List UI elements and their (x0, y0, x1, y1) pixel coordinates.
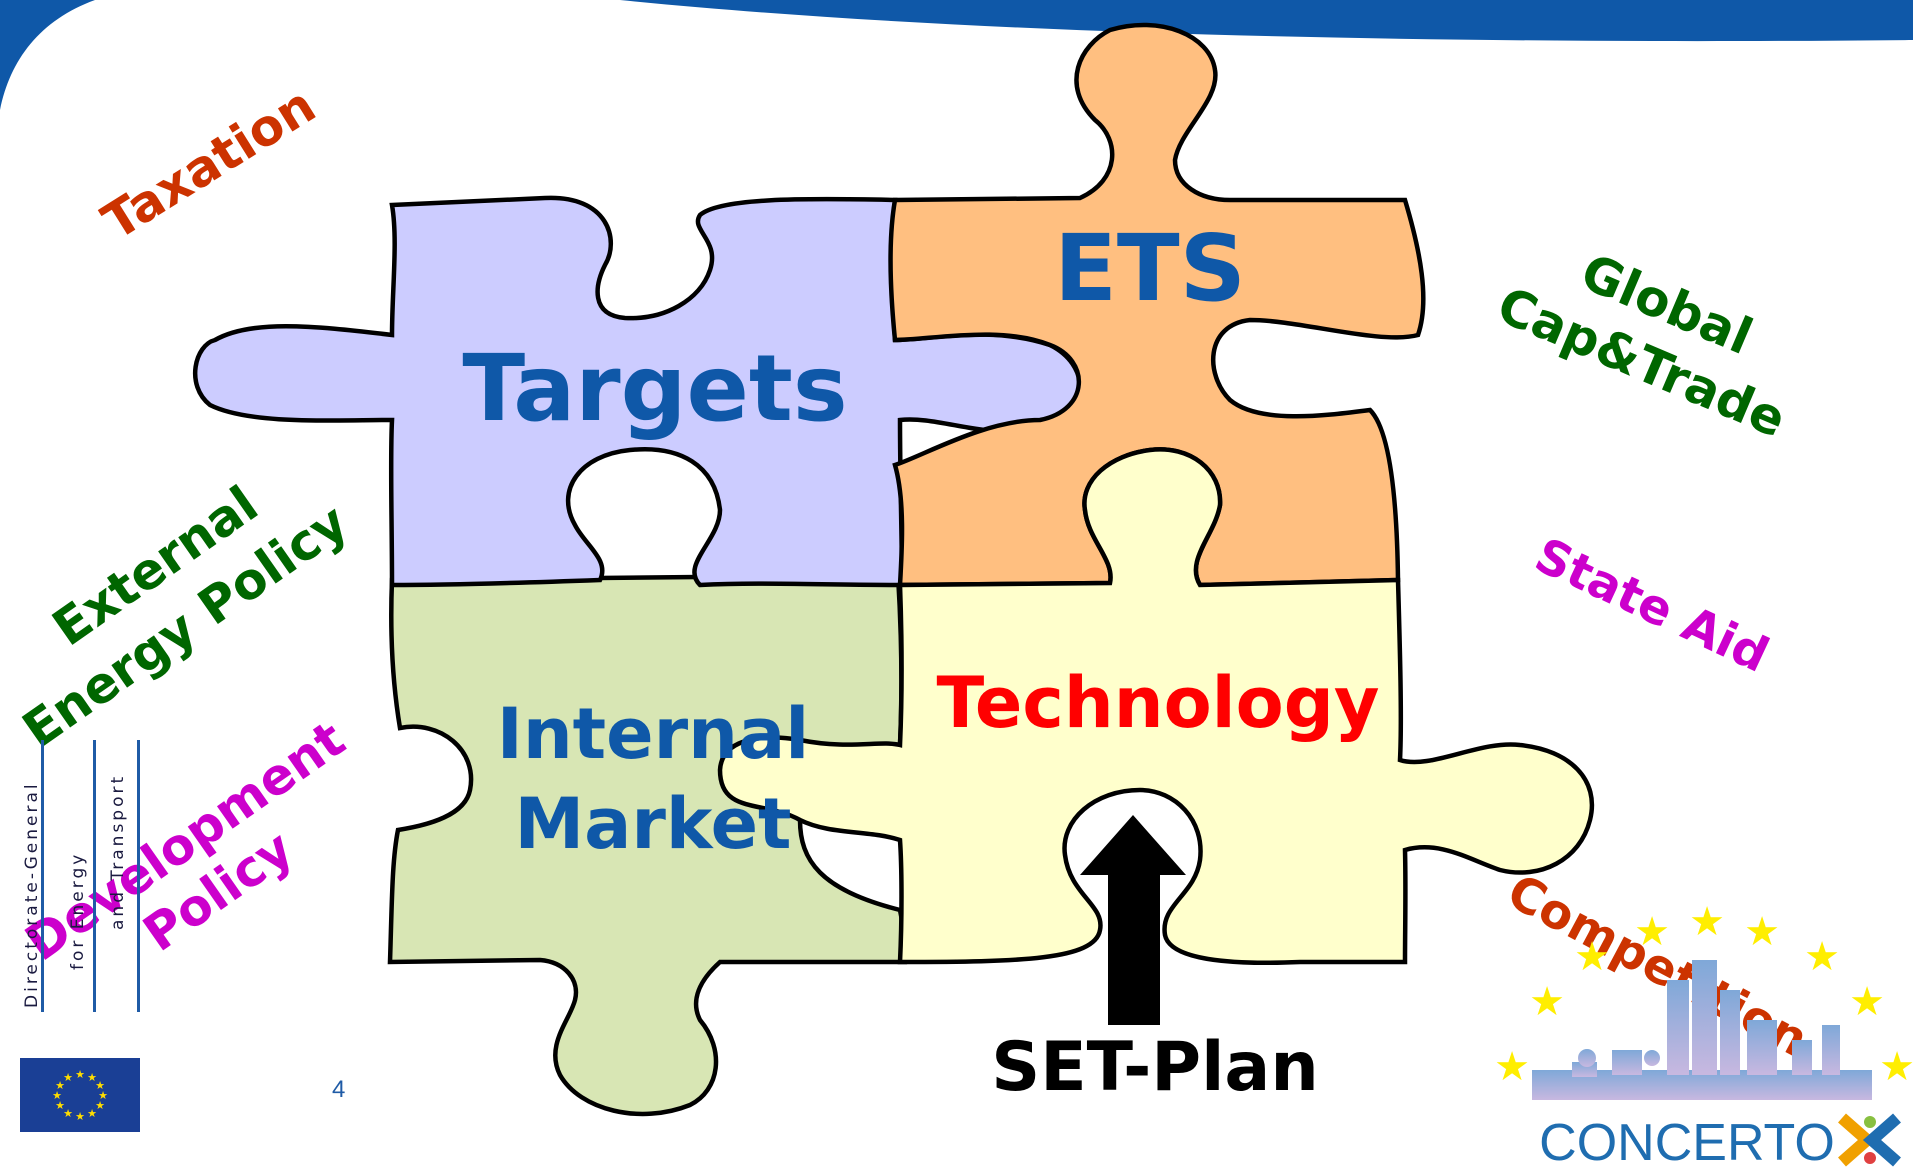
concerto-x-icon (1838, 1113, 1901, 1167)
dg-text-line1: Directorate-General (22, 781, 42, 1008)
star-ring-icon: ★ ★ ★ ★ ★ ★ ★ ★ ★ (1494, 899, 1913, 1090)
svg-text:★: ★ (75, 1110, 85, 1123)
technology-label: Technology (936, 662, 1379, 744)
top-banner (70, 0, 1913, 42)
svg-text:★: ★ (1689, 899, 1725, 945)
ets-label: ETS (1054, 215, 1246, 322)
dg-text-line2: for Energy (68, 851, 88, 970)
technology-piece (717, 447, 1595, 966)
state-aid-label: State Aid (1527, 527, 1777, 683)
svg-text:★: ★ (1574, 934, 1610, 980)
eu-flag-icon: ★★★ ★★★ ★★★ ★★★ (20, 1058, 140, 1132)
ets-piece (888, 22, 1426, 588)
dg-rule-1 (41, 740, 44, 1012)
dg-rule-3 (137, 740, 140, 1012)
internal-market-label-line2: Market (514, 783, 791, 865)
svg-text:★: ★ (1849, 979, 1885, 1025)
svg-text:★: ★ (95, 1099, 105, 1112)
set-plan-arrow (1080, 815, 1186, 1025)
svg-text:★: ★ (87, 1071, 97, 1084)
svg-text:★: ★ (1634, 909, 1670, 955)
dg-logo: Directorate-General for Energy and Trans… (0, 0, 160, 1170)
page-number: 4 (332, 1076, 346, 1103)
city-skyline-icon (1532, 960, 1872, 1100)
svg-text:★: ★ (63, 1071, 73, 1084)
concerto-logo: ★ ★ ★ ★ ★ ★ ★ ★ ★ CONCERTO (1492, 890, 1913, 1172)
svg-text:★: ★ (98, 1089, 108, 1102)
concerto-wordmark: CONCERTO (1539, 1114, 1835, 1170)
svg-text:★: ★ (55, 1099, 65, 1112)
dg-rule-2 (93, 740, 96, 1012)
left-banner-arc (0, 0, 95, 110)
svg-text:★: ★ (1529, 979, 1565, 1025)
svg-text:★: ★ (1744, 909, 1780, 955)
svg-text:★: ★ (87, 1107, 97, 1120)
svg-text:★: ★ (1804, 934, 1840, 980)
targets-piece (192, 195, 1083, 588)
svg-text:★: ★ (1494, 1044, 1530, 1090)
svg-text:★: ★ (1879, 1044, 1913, 1090)
targets-label: Targets (462, 335, 847, 442)
svg-text:★: ★ (75, 1068, 85, 1081)
svg-text:★: ★ (52, 1089, 62, 1102)
internal-market-label-line1: Internal (497, 693, 809, 775)
dg-text-line3: and Transport (108, 773, 128, 930)
svg-text:★: ★ (63, 1107, 73, 1120)
set-plan-label: SET-Plan (991, 1028, 1318, 1107)
svg-text:★: ★ (55, 1079, 65, 1092)
svg-text:★: ★ (95, 1079, 105, 1092)
